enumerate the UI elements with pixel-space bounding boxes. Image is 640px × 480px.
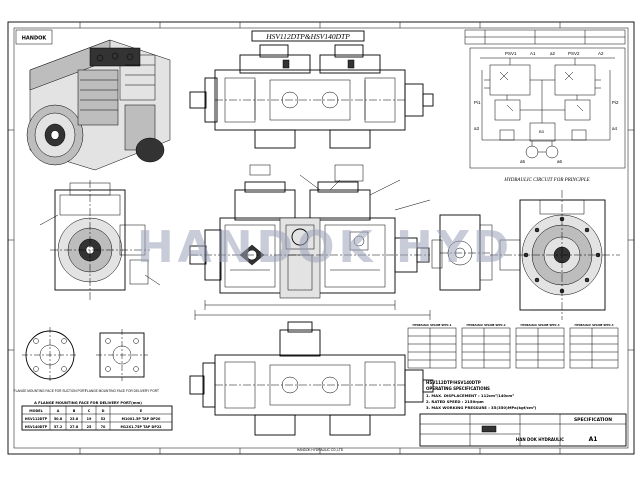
pump-section-view: [431, 214, 493, 291]
flange-row1-d: 52: [101, 417, 106, 421]
footer-company: HANDOK HYDRAULIC CO.,LTD: [297, 448, 344, 452]
drawing-title: HSV112DTP&HSV140DTP: [265, 32, 350, 41]
spec-item-1: 1. MAX. DISPLACEMENT : 112cm³/140cm³: [426, 393, 514, 398]
company-logo-box: HANDOK: [15, 29, 53, 45]
circuit-label-a6: a6: [557, 159, 563, 164]
company-logo: HANDOK: [22, 36, 48, 42]
flange-row1-b: 23.8: [70, 417, 79, 421]
title-block-sheet-size: A1: [589, 436, 598, 443]
circuit-label-a5: a5: [520, 159, 526, 164]
pump-right-side-view: [490, 190, 620, 320]
flange-col-model: MODEL: [29, 409, 43, 413]
flange-row1-c: 19: [87, 417, 92, 421]
spec-subheading: OPERATING SPECIFICATIONS: [426, 386, 490, 391]
hydraulic-circuit-diagram: PSV1 A1 a2 PSV2 A2 Pi1 Pi2 a3 a4 a5 a6 B…: [469, 47, 626, 183]
spline-table-1: HYDRAULIC SPLINE SPEC.1: [407, 323, 457, 369]
spline-table-4-title: HYDRAULIC SPLINE SPEC.4: [574, 323, 613, 327]
flange-col-d: D: [102, 409, 105, 413]
flange-row2-c: 25: [87, 425, 92, 429]
circuit-title: HYDRAULIC CIRCUIT FOR PRINCIPLE: [503, 178, 589, 183]
spline-table-2-title: HYDRAULIC SPLINE SPEC.2: [466, 323, 505, 327]
flange-col-a: A: [57, 409, 60, 413]
circuit-label-a2: a2: [550, 51, 556, 56]
pump-isometric-view: [26, 39, 171, 171]
circuit-label-a4: a4: [612, 126, 618, 131]
operating-specifications: HSV112DTP/HSV140DTP OPERATING SPECIFICAT…: [426, 380, 537, 410]
spline-table-1-title: HYDRAULIC SPLINE SPEC.1: [412, 323, 451, 327]
title-block: SPECIFICATION HAN DOK HYDRAULIC A1: [419, 413, 627, 447]
flange-delivery-drawing: FLANGE MOUNTING FACE FOR DELIVERY PORT: [85, 329, 159, 393]
flange-table-caption: A FLANGE MOUNTING FACE FOR DELIVERY PORT…: [34, 401, 142, 405]
watermark-text: HANDOK HYD: [137, 222, 513, 273]
pump-bottom-view: [189, 321, 434, 436]
drawing-title-banner: HSV112DTP&HSV140DTP: [251, 30, 365, 42]
circuit-label-a2b: A2: [598, 51, 604, 56]
circuit-label-psv1: PSV1: [505, 51, 517, 56]
flange-suction-drawing: FLANGE MOUNTING FACE FOR SUCTION PORT: [14, 327, 87, 393]
circuit-label-a1: A1: [530, 51, 536, 56]
spline-table-4: HYDRAULIC SPLINE SPEC.4: [569, 323, 619, 369]
circuit-label-b3: B3: [539, 129, 545, 134]
spline-table-3: HYDRAULIC SPLINE SPEC.3: [515, 323, 565, 369]
spline-table-3-title: HYDRAULIC SPLINE SPEC.3: [520, 323, 559, 327]
spec-item-2: 2. RATED SPEED : 2150rpm: [426, 399, 484, 404]
flange-row1-model: HSV112DTP: [25, 417, 48, 421]
suction-flange-caption: FLANGE MOUNTING FACE FOR SUCTION PORT: [14, 389, 87, 393]
flange-col-b: B: [73, 409, 76, 413]
flange-row2-model: HSV140DTP: [25, 425, 48, 429]
delivery-flange-caption: FLANGE MOUNTING FACE FOR DELIVERY PORT: [85, 389, 159, 393]
circuit-label-psv2: PSV2: [568, 51, 580, 56]
circuit-label-pi1: Pi1: [474, 100, 481, 105]
sheet-footer: HANDOK HYDRAULIC CO.,LTD: [297, 448, 344, 452]
title-block-company: HAN DOK HYDRAULIC: [516, 437, 564, 442]
flange-col-e: E: [140, 409, 143, 413]
spline-table-2: HYDRAULIC SPLINE SPEC.2: [461, 323, 511, 369]
spec-heading: HSV112DTP/HSV140DTP: [426, 380, 481, 385]
revision-table: [464, 29, 626, 45]
pump-left-side-view: [39, 180, 161, 300]
flange-row2-d: 70: [101, 425, 106, 429]
spec-item-3: 3. MAX WORKING PRESSURE : 35(350)MPa(kgf…: [426, 405, 537, 410]
flange-row2-a: 57.2: [54, 425, 63, 429]
flange-col-c: C: [88, 409, 91, 413]
circuit-label-pi2: Pi2: [612, 100, 619, 105]
pump-front-view: [189, 164, 431, 320]
circuit-label-a3: a3: [474, 126, 480, 131]
flange-row1-a: 50.8: [54, 417, 63, 421]
spline-spec-tables: HYDRAULIC SPLINE SPEC.1 HYDRAULIC SPLINE…: [407, 323, 619, 369]
pump-top-view: [189, 44, 434, 149]
flange-row2-b: 27.8: [70, 425, 79, 429]
flange-row2-e: M12X1.75P TAP DP22: [120, 425, 162, 429]
flange-dimension-table: A FLANGE MOUNTING FACE FOR DELIVERY PORT…: [21, 401, 173, 431]
flange-row1-e: M10X1.5P TAP DP20: [122, 417, 161, 421]
title-block-drawing-title: SPECIFICATION: [574, 417, 612, 423]
